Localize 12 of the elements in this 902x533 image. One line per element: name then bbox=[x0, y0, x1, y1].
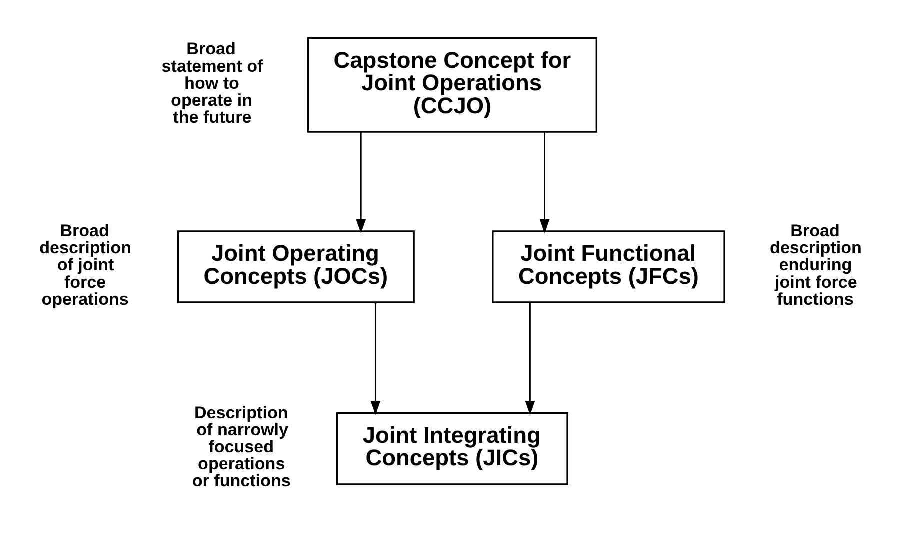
arrow bbox=[370, 302, 381, 415]
node-box: Joint Functional Concepts (JFCs) bbox=[492, 230, 726, 303]
node-label: Broad statement of how to operate in the future bbox=[162, 39, 264, 126]
arrow bbox=[525, 302, 536, 415]
node-box: Joint Operating Concepts (JOCs) bbox=[177, 230, 415, 303]
node-box: Joint Integrating Concepts (JICs) bbox=[336, 412, 568, 485]
arrow bbox=[356, 132, 366, 234]
node-box: Capstone Concept for Joint Operations (CCJO) bbox=[307, 36, 598, 132]
node-label: Description of narrowly focused operations or functions bbox=[192, 402, 291, 490]
arrow bbox=[540, 132, 550, 234]
node-label: Broad description of joint force operations bbox=[40, 221, 132, 308]
node-label: Broad description enduring joint force functions bbox=[770, 221, 862, 308]
